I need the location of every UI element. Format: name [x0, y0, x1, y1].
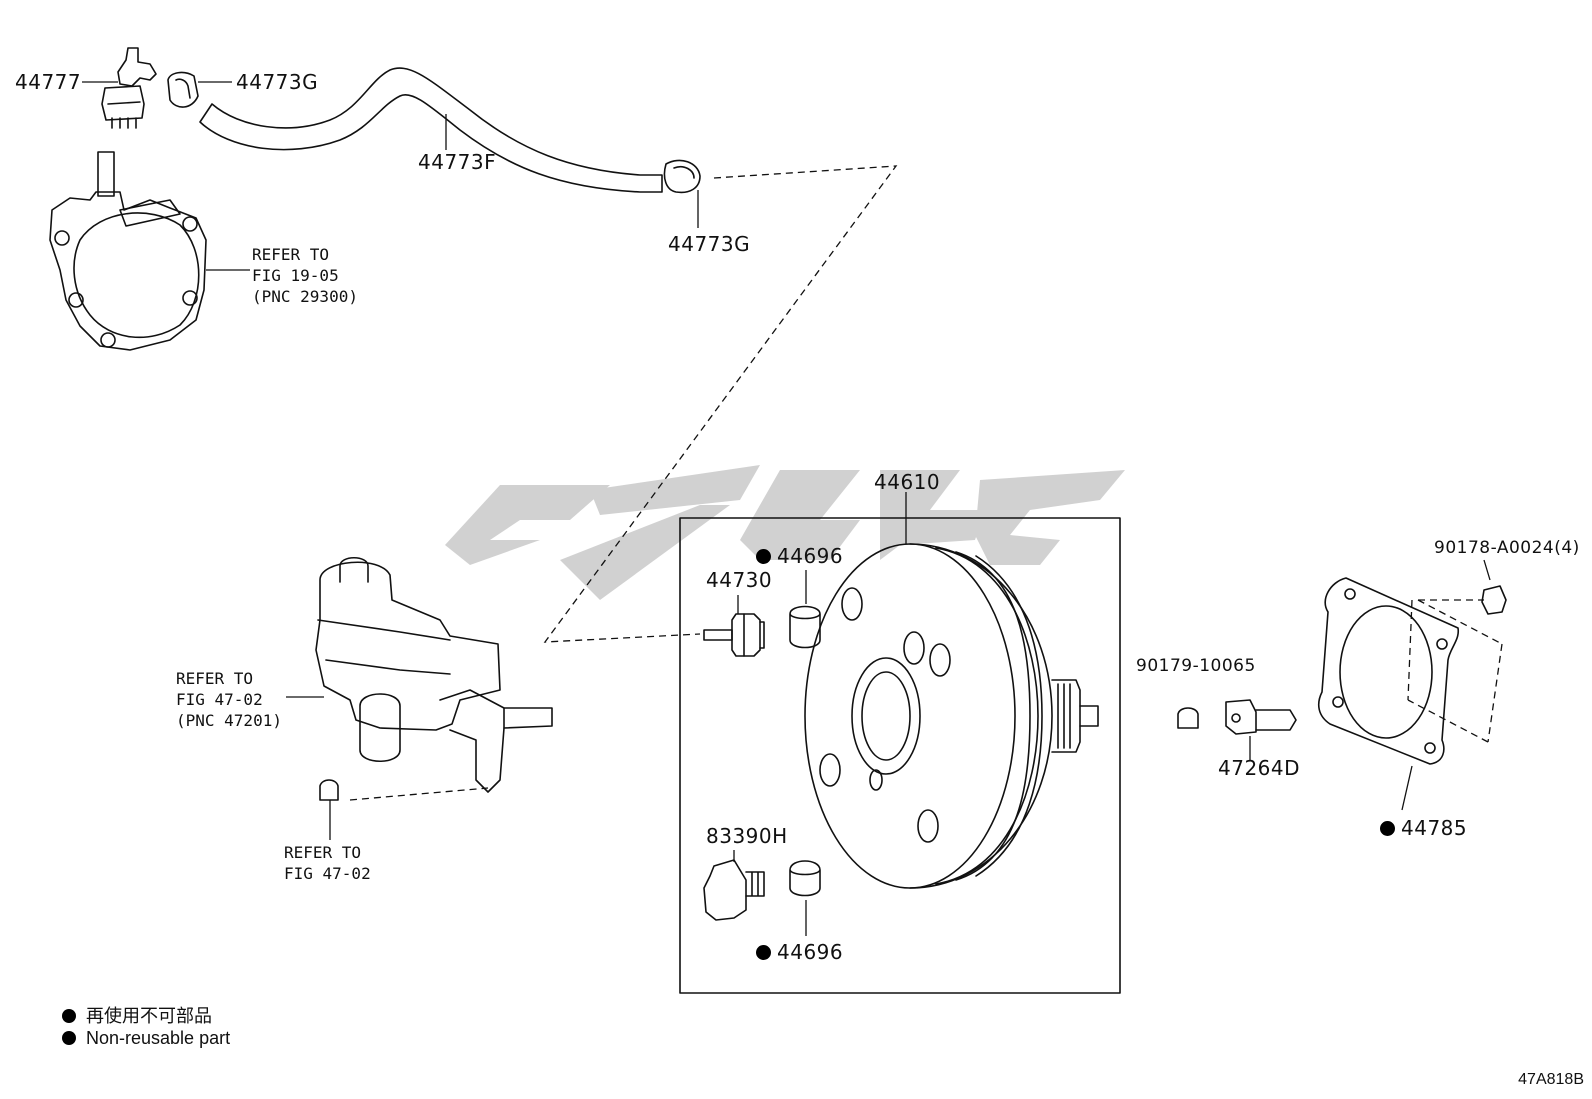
part-number: 44785: [1401, 816, 1468, 840]
dashed-connectors: [349, 165, 1503, 801]
part-label-44773G-mid: 44773G: [668, 232, 751, 256]
vacuum-pump: [49, 151, 207, 351]
part-label-83390H: 83390H: [706, 824, 788, 848]
brake-master-cylinder: [315, 556, 553, 793]
part-label-44777: 44777: [15, 70, 82, 94]
legend-line-en: Non-reusable part: [62, 1028, 230, 1049]
booster-assembly-box: [679, 517, 1121, 994]
nut-90178: [1481, 585, 1507, 615]
part-label-90179: 90179-10065: [1136, 656, 1256, 676]
vacuum-hose-44773F: [199, 67, 663, 193]
legend-text-jp: 再使用不可部品: [86, 1006, 212, 1026]
part-label-44785: 44785: [1380, 818, 1467, 838]
watermark-logo: [445, 465, 1125, 600]
check-valve-44730: [703, 613, 765, 657]
non-reusable-dot: [756, 945, 771, 960]
legend-dot: [62, 1031, 76, 1045]
non-reusable-dot: [756, 549, 771, 564]
part-label-44610: 44610: [874, 470, 941, 494]
part-label-90178: 90178-A0024(4): [1434, 538, 1580, 558]
vacuum-sensor-83390H: [703, 859, 765, 921]
legend-text-en: Non-reusable part: [86, 1028, 231, 1048]
brake-booster-44610: [804, 543, 1099, 889]
part-label-44773G-top: 44773G: [236, 70, 319, 94]
reservoir-plug: [319, 779, 339, 801]
hose-clamp-44773G-top: [167, 71, 199, 108]
part-number: 44696: [777, 940, 844, 964]
part-label-44773F: 44773F: [418, 150, 497, 174]
clevis-47264D: [1225, 699, 1297, 735]
hose-clamp-44773G-mid: [663, 159, 701, 194]
part-label-47264D: 47264D: [1218, 756, 1301, 780]
part-label-44730: 44730: [706, 568, 773, 592]
grommet-44696-bottom: [789, 860, 821, 897]
grommet-44696-top: [789, 605, 821, 649]
vacuum-switch-44777: [101, 47, 157, 129]
leader-lines: [82, 81, 1491, 936]
gasket-44785: [1317, 577, 1460, 765]
part-label-44696-bottom: 44696: [756, 942, 843, 962]
refer-note-master-cylinder: REFER TO FIG 47-02 (PNC 47201): [176, 669, 282, 730]
legend-line-jp: 再使用不可部品: [62, 1002, 212, 1028]
legend-dot: [62, 1009, 76, 1023]
non-reusable-dot: [1380, 821, 1395, 836]
part-number: 44696: [777, 544, 844, 568]
pin-90179: [1177, 707, 1199, 729]
refer-note-plug: REFER TO FIG 47-02: [284, 843, 371, 883]
part-label-44696-top: 44696: [756, 546, 843, 566]
figure-code: 47A818B: [1518, 1071, 1584, 1088]
refer-note-vacuum-pump: REFER TO FIG 19-05 (PNC 29300): [252, 245, 358, 306]
